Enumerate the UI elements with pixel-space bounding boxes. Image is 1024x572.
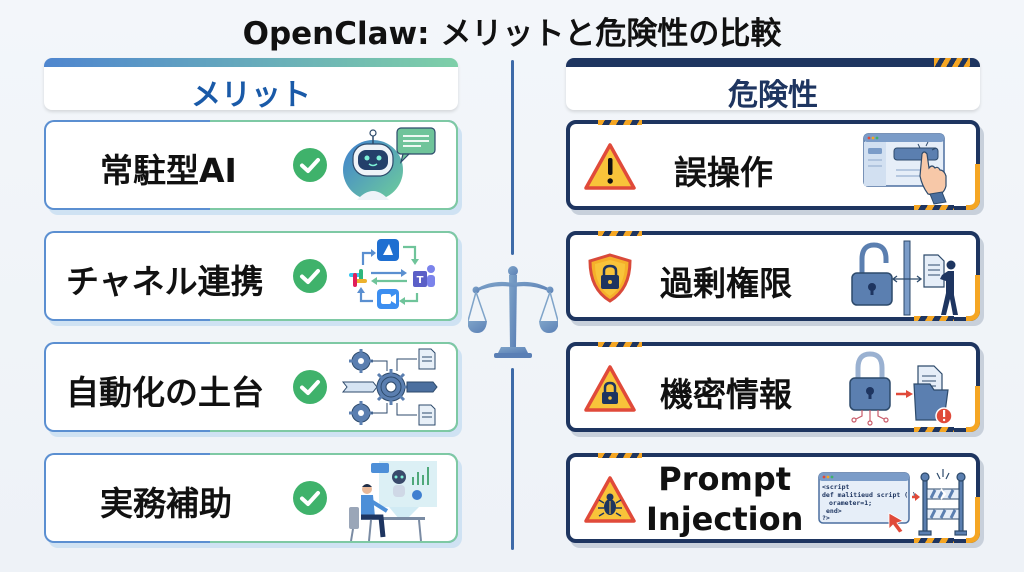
hazard-stripes	[914, 316, 954, 321]
data-leak-icon	[849, 351, 953, 426]
merit-card: 実務補助	[44, 453, 458, 543]
risks-header: 危険性	[566, 58, 980, 110]
risk-label: 誤操作	[674, 153, 773, 192]
corner-accent	[966, 164, 980, 210]
corner-accent	[966, 275, 980, 321]
risks-header-bar	[566, 58, 980, 67]
center-divider-top	[511, 60, 514, 255]
svg-text:T: T	[417, 275, 424, 286]
risk-card: 機密情報	[566, 342, 980, 432]
hazard-stripes	[598, 342, 642, 347]
check-circle-icon	[293, 370, 327, 404]
merit-card: 自動化の土台	[44, 342, 458, 432]
script-line: def malitieud script ( )	[822, 491, 916, 499]
channel-integration-icon: T	[349, 239, 435, 309]
merit-card: チャネル連携 T	[44, 231, 458, 321]
warning-lock-icon	[584, 365, 636, 412]
check-circle-icon	[293, 148, 327, 182]
risk-label-line2: Injection	[646, 500, 804, 538]
page-title: OpenClaw: メリットと危険性の比較	[242, 16, 782, 52]
hazard-stripes	[914, 205, 954, 210]
risk-card: 過剰権限	[566, 231, 980, 321]
corner-accent	[966, 497, 980, 543]
risk-card: Prompt Injection <script def malitieud s…	[566, 453, 980, 543]
hazard-stripes	[914, 427, 954, 432]
risk-card: 誤操作	[566, 120, 980, 210]
risk-label: Prompt Injection	[646, 459, 803, 539]
malicious-script-icon: <script def malitieud script ( ) oramete…	[818, 469, 967, 536]
balance-scale-icon	[468, 266, 558, 358]
merits-heading: メリット	[191, 78, 311, 110]
merit-label: チャネル連携	[66, 262, 264, 301]
merits-header: メリット	[44, 58, 458, 110]
shield-lock-icon	[588, 253, 632, 303]
check-circle-icon	[293, 481, 327, 515]
hazard-stripes	[914, 538, 954, 543]
risk-label: 過剰権限	[660, 264, 792, 303]
script-line: end>	[826, 507, 842, 515]
hazard-stripes	[598, 231, 642, 236]
merit-card: 常駐型AI	[44, 120, 458, 210]
misclick-browser-icon	[863, 133, 947, 205]
warning-bug-icon	[584, 476, 636, 523]
work-assistant-icon	[349, 461, 437, 542]
corner-accent	[966, 386, 980, 432]
unlocked-access-icon	[851, 240, 958, 316]
script-line: ?>	[822, 514, 830, 522]
merit-label: 実務補助	[100, 484, 232, 523]
automation-gears-icon	[341, 348, 438, 426]
script-line: orameter=1;	[829, 499, 872, 507]
hazard-stripes	[598, 453, 642, 458]
warning-triangle-icon	[584, 143, 636, 190]
center-divider-bottom	[511, 368, 514, 550]
check-circle-icon	[293, 259, 327, 293]
hazard-stripes	[934, 58, 970, 67]
risk-label-line1: Prompt	[658, 460, 792, 498]
merit-label: 常駐型AI	[100, 151, 237, 190]
robot-chat-icon	[343, 127, 436, 200]
risk-label: 機密情報	[660, 375, 792, 414]
hazard-stripes	[598, 120, 642, 125]
merit-label: 自動化の土台	[66, 373, 264, 412]
merits-header-bar	[44, 58, 458, 67]
risks-heading: 危険性	[728, 78, 818, 110]
script-line: <script	[822, 483, 849, 491]
